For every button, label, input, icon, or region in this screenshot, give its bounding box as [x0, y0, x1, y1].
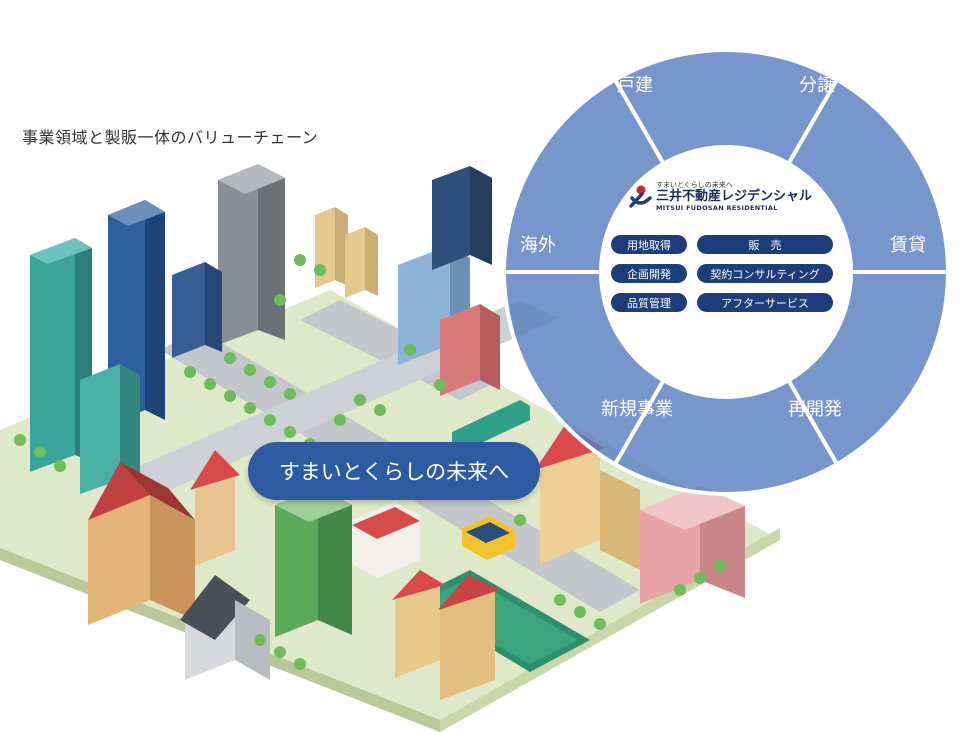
- ampersand-logo-icon: [628, 184, 652, 208]
- segment-rental: 賃貸: [890, 235, 926, 256]
- roof: [392, 570, 445, 600]
- function-sales: 販 売: [697, 235, 833, 254]
- building: [318, 488, 352, 635]
- segment-condominium: 分譲: [799, 75, 835, 96]
- building: [345, 227, 365, 298]
- building: [440, 588, 495, 700]
- building: [540, 446, 600, 564]
- logo-name-en: MITSUI FUDOSAN RESIDENTIAL: [656, 204, 778, 212]
- roof: [180, 575, 250, 640]
- function-land-acquisition: 用地取得: [611, 235, 687, 254]
- segment-redevelopment: 再開発: [788, 399, 842, 420]
- building: [120, 364, 140, 488]
- building: [80, 364, 120, 494]
- roof: [190, 450, 240, 490]
- building: [30, 238, 92, 264]
- company-logo: すまいとくらしの未来へ 三井不動産レジデンシャル MITSUI FUDOSAN …: [628, 180, 812, 212]
- building: [172, 262, 205, 358]
- building: [145, 200, 165, 420]
- building: [335, 207, 348, 286]
- building: [108, 200, 165, 226]
- function-contract-consulting: 契約コンサルティング: [697, 264, 833, 283]
- function-quality-control: 品質管理: [611, 293, 687, 312]
- roof: [88, 462, 150, 520]
- tagline-badge: すまいとくらしの未来へ: [248, 442, 540, 500]
- function-after-service: アフターサービス: [697, 293, 833, 312]
- building: [235, 600, 270, 680]
- roof: [120, 462, 195, 520]
- logo-name: 三井不動産レジデンシャル: [656, 189, 813, 204]
- bus-window: [466, 522, 510, 543]
- building: [470, 166, 492, 265]
- building: [365, 227, 378, 296]
- building: [640, 486, 745, 530]
- heading: 事業領域と製販一体のバリューチェーン: [22, 128, 319, 147]
- building: [395, 582, 440, 678]
- building: [315, 207, 335, 288]
- building: [218, 164, 285, 194]
- building: [205, 262, 222, 352]
- building: [258, 164, 285, 340]
- segment-detached-house: 戸建: [617, 75, 653, 96]
- building: [195, 474, 235, 566]
- building: [218, 164, 258, 345]
- segment-new-business: 新規事業: [601, 399, 673, 420]
- building: [150, 495, 195, 620]
- building: [88, 495, 150, 625]
- building: [275, 488, 318, 637]
- awning: [352, 507, 420, 539]
- logo-tagline: すまいとくらしの未来へ: [656, 181, 733, 189]
- building: [30, 238, 75, 472]
- segment-overseas: 海外: [520, 235, 556, 256]
- building: [440, 304, 480, 396]
- building: [398, 245, 450, 365]
- roof: [438, 575, 500, 610]
- building: [480, 304, 500, 390]
- building: [432, 166, 470, 270]
- function-planning: 企画開発: [611, 264, 687, 283]
